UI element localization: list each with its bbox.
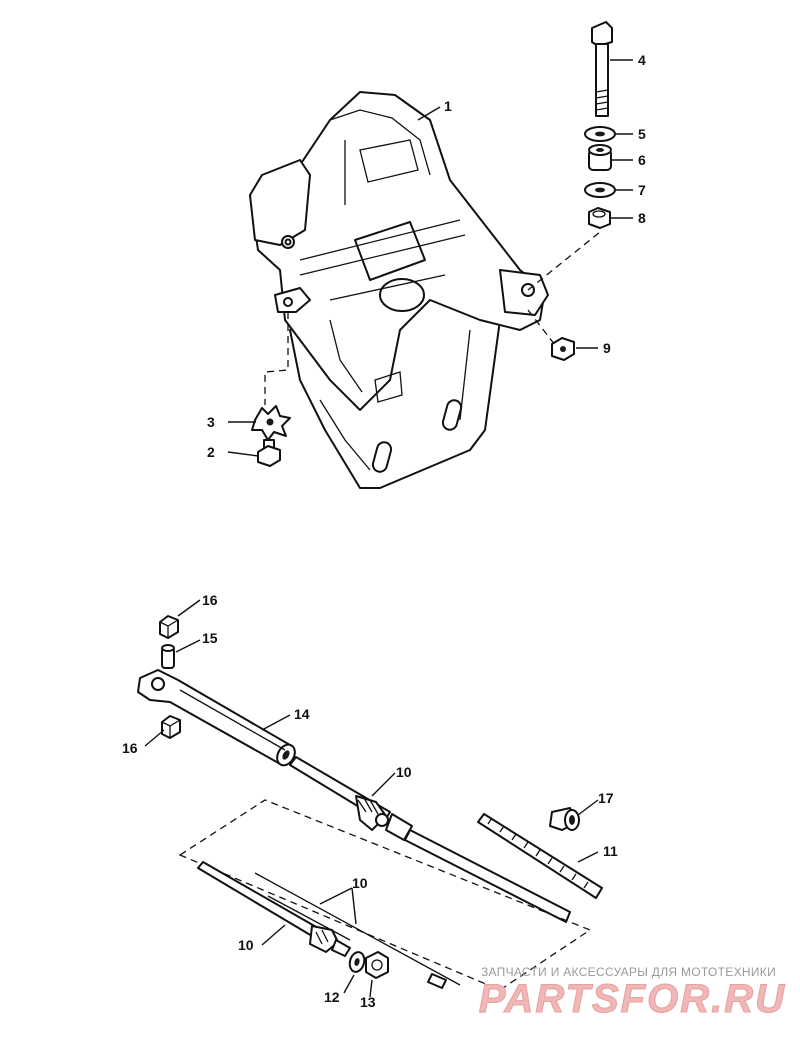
cable-10-lower bbox=[197, 861, 461, 989]
watermark-logo: PARTSFOR.RU bbox=[479, 977, 786, 1021]
hardware-parts bbox=[251, 21, 616, 467]
leader-lines bbox=[144, 59, 633, 998]
bushing-17 bbox=[549, 807, 580, 831]
callout-9: 9 bbox=[603, 340, 611, 356]
watermark-caption: ЗАПЧАСТИ И АКСЕССУАРЫ ДЛЯ МОТОТЕХНИКИ bbox=[481, 965, 776, 979]
washer-5 bbox=[584, 126, 616, 142]
transom-bracket bbox=[249, 91, 549, 489]
nut-16-top bbox=[159, 615, 179, 639]
tiller-tube-14 bbox=[137, 669, 296, 767]
callout-6: 6 bbox=[638, 152, 646, 168]
callout-2: 2 bbox=[207, 444, 215, 460]
screw-2 bbox=[257, 439, 281, 467]
callout-7: 7 bbox=[638, 182, 646, 198]
callout-16-top: 16 bbox=[202, 592, 218, 608]
callout-labels: 1 2 3 4 5 6 7 8 9 16 15 14 16 10 17 11 1… bbox=[122, 52, 646, 1010]
callout-8: 8 bbox=[638, 210, 646, 226]
pin-15 bbox=[161, 644, 175, 669]
nut-13 bbox=[365, 951, 389, 979]
callout-10-lower: 10 bbox=[238, 937, 254, 953]
callout-12: 12 bbox=[324, 989, 340, 1005]
lockwasher-3 bbox=[251, 405, 291, 441]
spacer-6 bbox=[588, 144, 612, 171]
nut-16-bottom bbox=[161, 715, 181, 739]
kit-outline bbox=[178, 799, 592, 991]
callout-1: 1 bbox=[444, 98, 452, 114]
watermark: ЗАПЧАСТИ И АКСЕССУАРЫ ДЛЯ МОТОТЕХНИКИ PA… bbox=[478, 965, 786, 1022]
callout-15: 15 bbox=[202, 630, 218, 646]
install-guides-upper bbox=[264, 231, 601, 405]
callout-11: 11 bbox=[603, 843, 618, 859]
washer-12 bbox=[348, 951, 366, 973]
tiller-assembly bbox=[137, 615, 603, 991]
callout-14: 14 bbox=[294, 706, 310, 722]
callout-13: 13 bbox=[360, 994, 376, 1010]
callout-5: 5 bbox=[638, 126, 646, 142]
callout-4: 4 bbox=[638, 52, 646, 68]
threaded-rod-11 bbox=[477, 813, 603, 899]
washer-7 bbox=[584, 182, 616, 198]
cable-10-upper bbox=[289, 756, 571, 923]
bolt-4 bbox=[591, 21, 613, 117]
nut-9 bbox=[551, 337, 575, 361]
callout-17: 17 bbox=[598, 790, 614, 806]
callout-3: 3 bbox=[207, 414, 215, 430]
callout-16-bottom: 16 bbox=[122, 740, 138, 756]
callout-10-upper: 10 bbox=[396, 764, 412, 780]
callout-10-middle: 10 bbox=[352, 875, 368, 891]
nut-8 bbox=[588, 207, 611, 229]
